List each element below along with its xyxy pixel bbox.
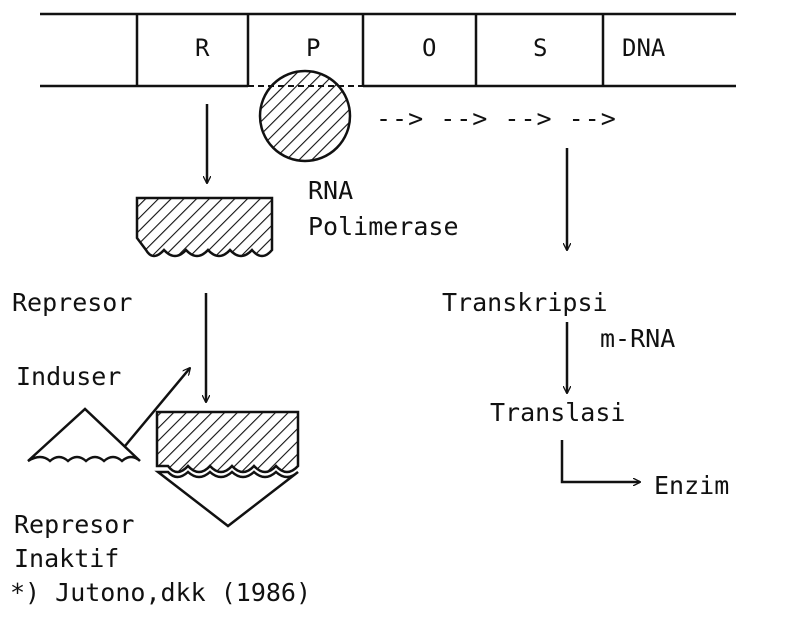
segment-label-o: O — [422, 34, 437, 62]
rna-polymerase-blob — [258, 69, 352, 163]
arrow-to-enzim — [560, 440, 640, 482]
segment-label-dna: DNA — [622, 34, 666, 62]
inactive-induser-triangle — [154, 470, 299, 528]
induser-label: Induser — [16, 362, 122, 391]
mrna-label: m-RNA — [600, 324, 676, 353]
dna-strip — [40, 12, 736, 88]
represor-shape — [135, 196, 274, 258]
arrow-induser — [124, 368, 190, 447]
represor-label: Represor — [12, 288, 133, 317]
citation: *) Jutono,dkk (1986) — [10, 578, 312, 607]
induser-shape — [27, 407, 141, 463]
transcription-arrows: --> --> --> --> — [376, 104, 617, 133]
represor-inaktif-label-line1: Represor — [14, 510, 135, 539]
inactive-represor-block — [155, 410, 300, 474]
represor-inaktif-label-line2: Inaktif — [14, 544, 120, 573]
transkripsi-label: Transkripsi — [442, 288, 608, 317]
segment-label-s: S — [533, 34, 548, 62]
segment-label-p: P — [306, 34, 321, 62]
segment-label-r: R — [195, 34, 210, 62]
translasi-label: Translasi — [490, 398, 626, 427]
rna-polymerase-label-line2: Polimerase — [308, 212, 459, 241]
enzim-label: Enzim — [654, 471, 730, 500]
rna-polymerase-label-line1: RNA — [308, 176, 354, 205]
